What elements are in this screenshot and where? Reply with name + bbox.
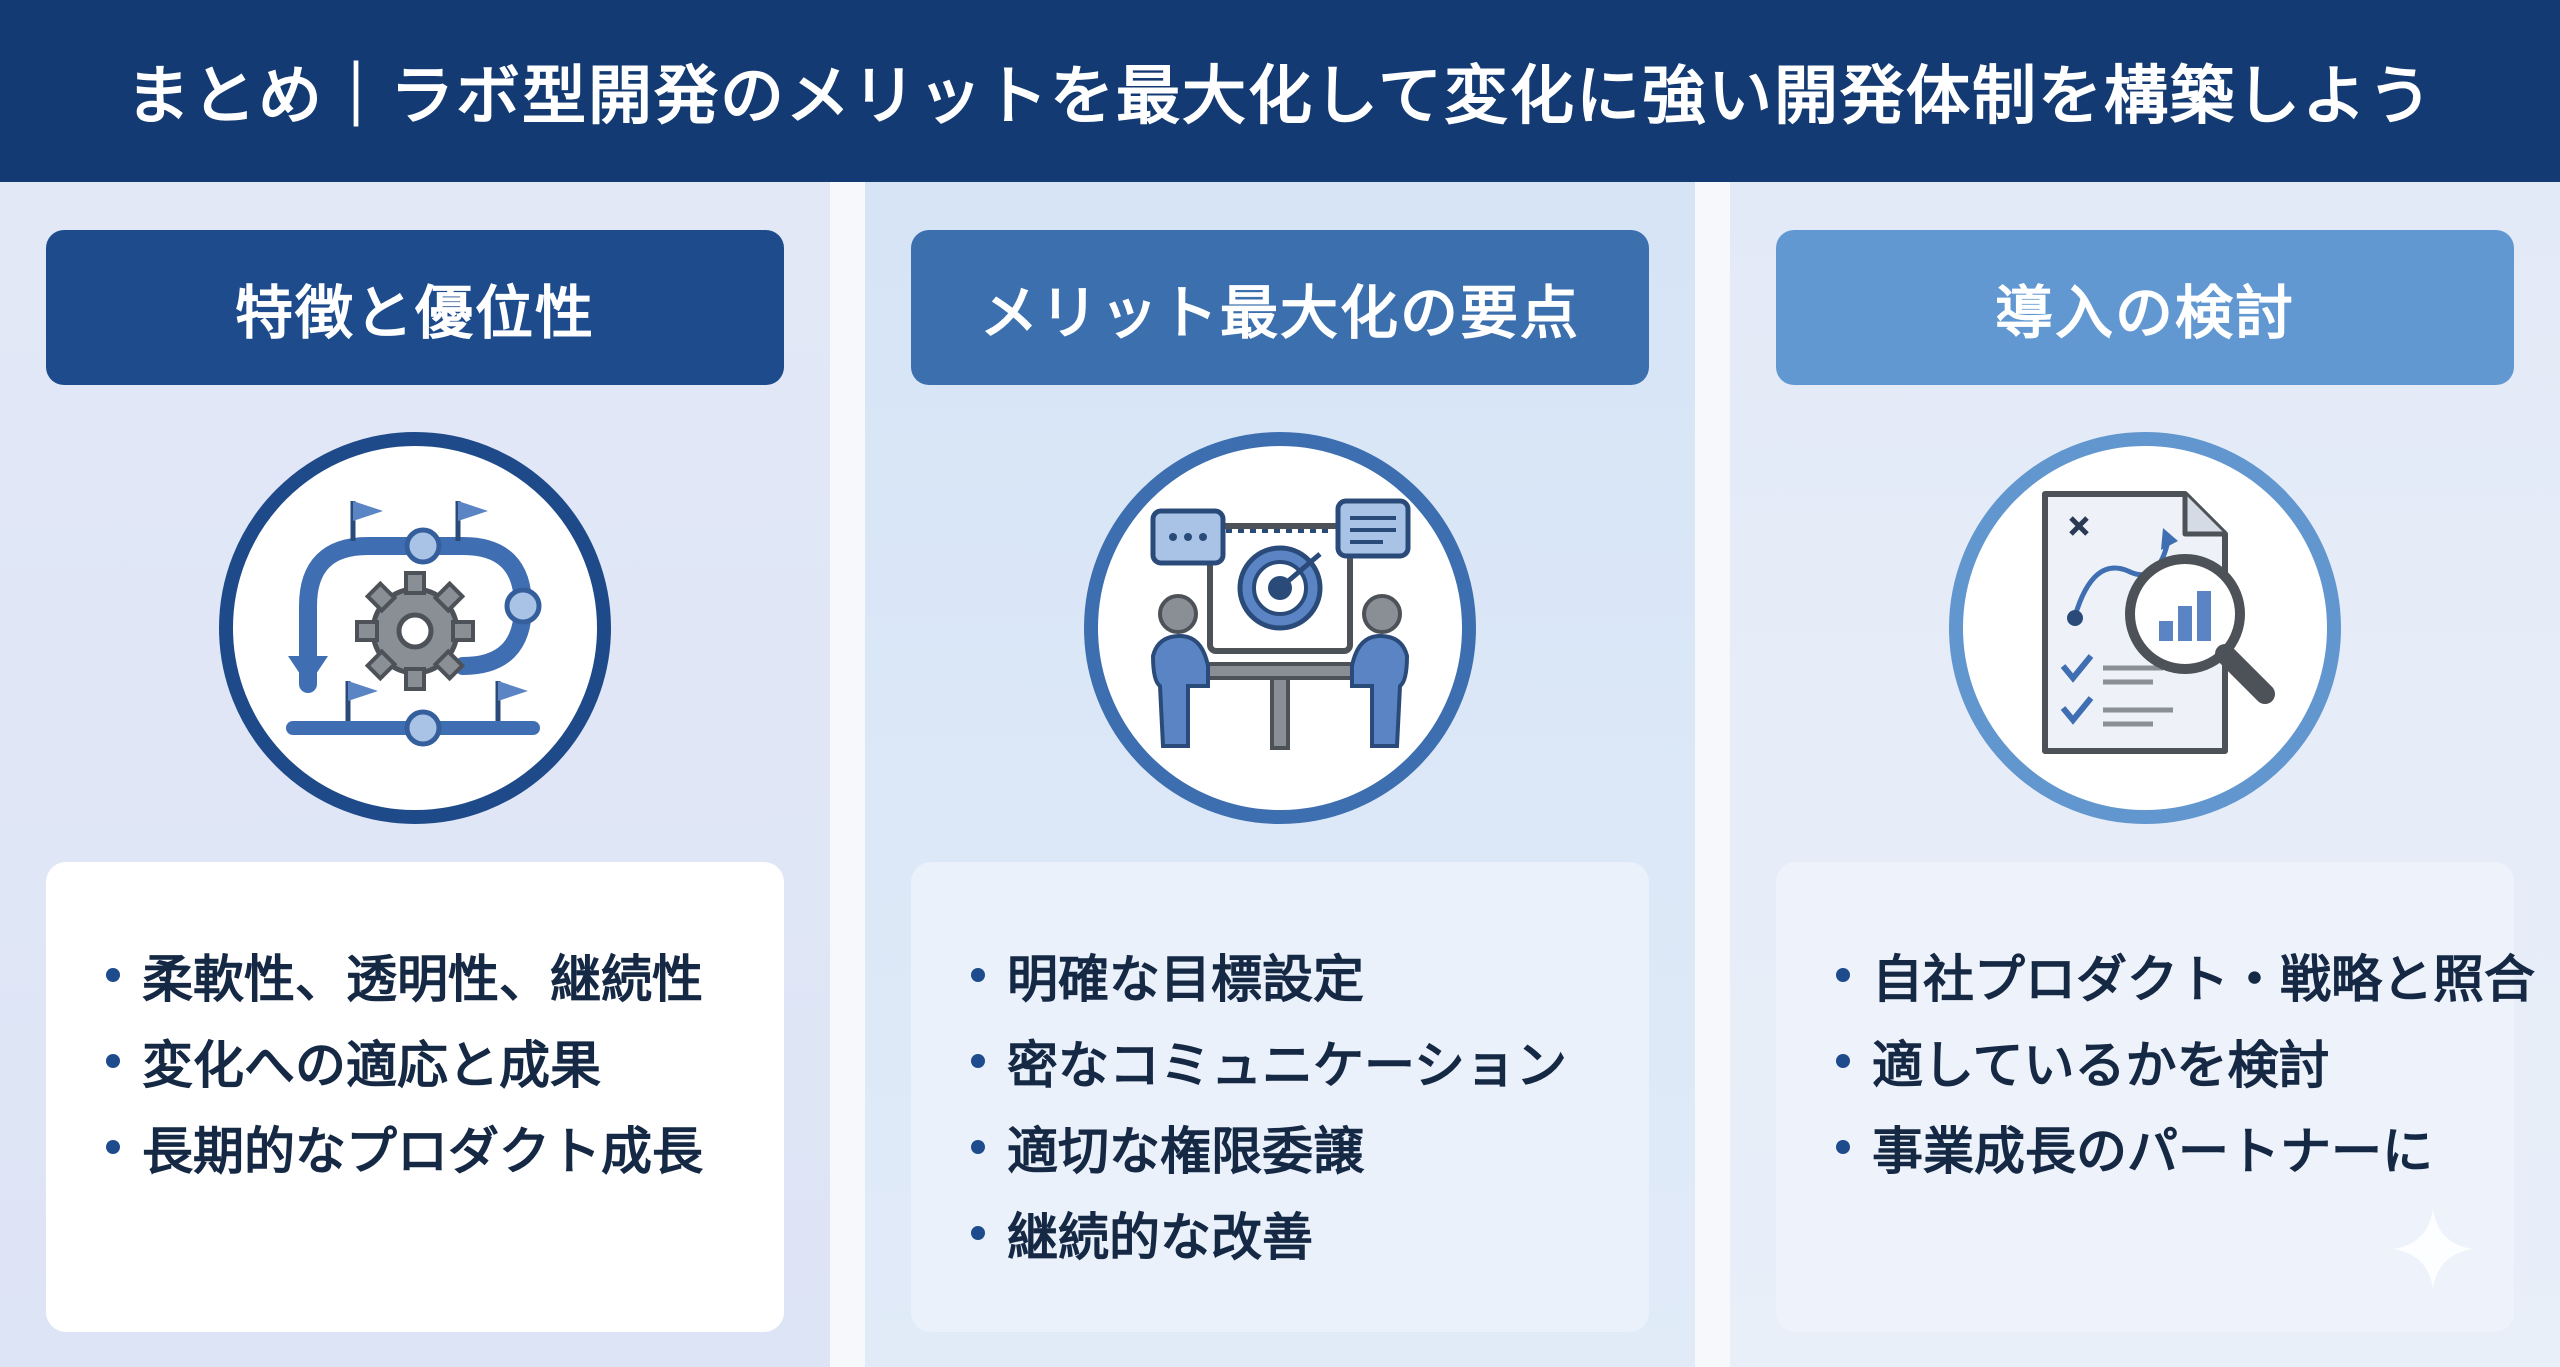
features-list: 柔軟性、透明性、継続性 変化への適応と成果 長期的なプロダクト成長 (46, 862, 784, 1332)
icon-badge-features (219, 432, 611, 824)
bullet-icon (106, 1140, 120, 1154)
column-adoption: 導入の検討 自社プロダクト・戦略と照合 適しているかを検討 事業成長のパートナー… (1730, 182, 2560, 1367)
column-title-features: 特徴と優位性 (46, 230, 784, 385)
bullet-icon (971, 1140, 985, 1154)
column-divider (830, 182, 865, 1367)
icon-badge-adoption (1949, 432, 2341, 824)
list-item: 自社プロダクト・戦略と照合 (1836, 932, 2535, 1018)
list-item: 事業成長のパートナーに (1836, 1104, 2514, 1190)
column-divider (1695, 182, 1730, 1367)
list-item: 適切な権限委譲 (971, 1104, 1649, 1190)
bullet-icon (971, 1226, 985, 1240)
list-item: 適しているかを検討 (1836, 1018, 2514, 1104)
page-title: まとめ｜ラボ型開発のメリットを最大化して変化に強い開発体制を構築しよう (125, 60, 2435, 134)
bullet-icon (1836, 1140, 1850, 1154)
list-item: 変化への適応と成果 (106, 1018, 784, 1104)
sparkle-icon (2393, 1209, 2473, 1289)
list-item: 柔軟性、透明性、継続性 (106, 932, 784, 1018)
icon-badge-key-points (1084, 432, 1476, 824)
bullet-icon (971, 968, 985, 982)
bullet-icon (106, 1054, 120, 1068)
bullet-icon (1836, 1054, 1850, 1068)
header-bar: まとめ｜ラボ型開発のメリットを最大化して変化に強い開発体制を構築しよう (0, 0, 2560, 182)
agile-cycle-gear-icon (286, 501, 542, 747)
list-item: 長期的なプロダクト成長 (106, 1104, 784, 1190)
column-title-adoption: 導入の検討 (1776, 230, 2514, 385)
key-points-list: 明確な目標設定 密なコミュニケーション 適切な権限委譲 継続的な改善 (911, 862, 1649, 1332)
list-item: 密なコミュニケーション (971, 1018, 1649, 1104)
bullet-icon (106, 968, 120, 982)
team-meeting-target-icon (1150, 498, 1411, 750)
bullet-icon (971, 1054, 985, 1068)
list-item: 継続的な改善 (971, 1190, 1649, 1276)
column-title-key-points: メリット最大化の要点 (911, 230, 1649, 385)
bullet-icon (1836, 968, 1850, 982)
adoption-list: 自社プロダクト・戦略と照合 適しているかを検討 事業成長のパートナーに (1776, 862, 2535, 1332)
list-item: 明確な目標設定 (971, 932, 1649, 1018)
column-features: 特徴と優位性 (0, 182, 830, 1367)
document-magnifier-icon (2042, 491, 2275, 754)
column-key-points: メリット最大化の要点 明確な目標設定 密なコミュニケーション 適切な権限委譲 (865, 182, 1695, 1367)
